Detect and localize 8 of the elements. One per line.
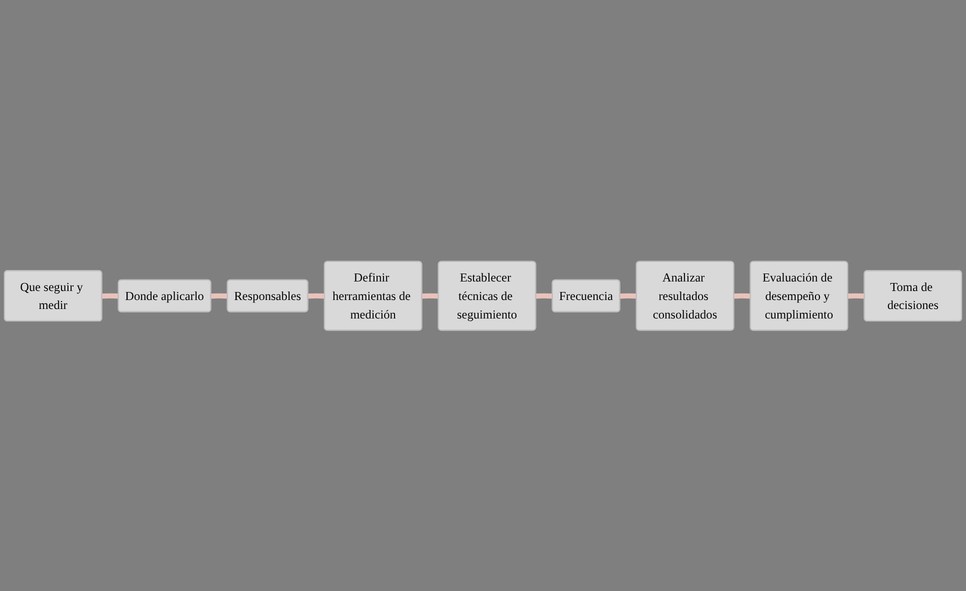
connector [846, 293, 866, 298]
connector [210, 293, 229, 298]
connector [618, 293, 638, 298]
connector [100, 293, 120, 298]
connector [420, 293, 440, 298]
connector [732, 293, 752, 298]
connector [534, 293, 554, 298]
connector [306, 293, 326, 298]
